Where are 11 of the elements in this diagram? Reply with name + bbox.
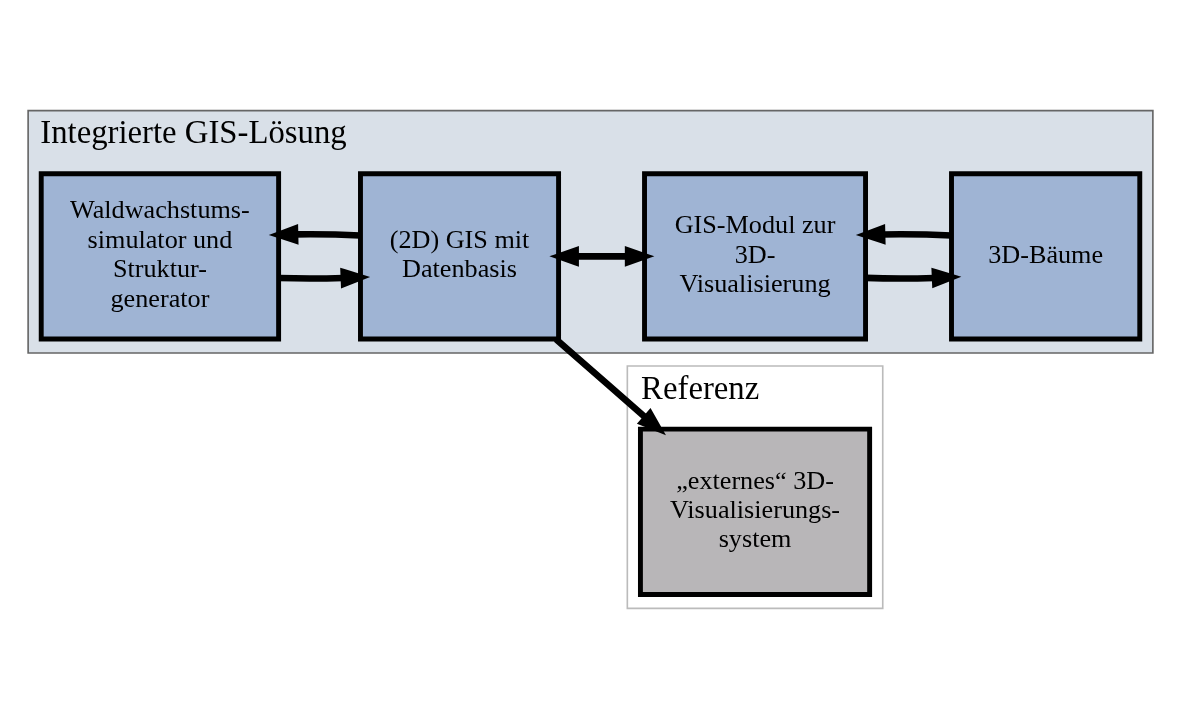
node-box: Waldwachstums- simulator und Struktur- generator (38, 170, 282, 341)
arrow (855, 223, 952, 245)
node-box: 3D-Bäume (949, 170, 1143, 341)
arrow (865, 267, 962, 288)
arrow (553, 336, 666, 435)
arrow (549, 245, 655, 267)
arrow (278, 267, 371, 288)
node-box: „externes“ 3D- Visualisierungs- system (637, 426, 873, 597)
node-box: (2D) GIS mit Datenbasis (358, 170, 562, 341)
arrow (268, 223, 361, 245)
node-box: GIS-Modul zur 3D- Visualisierung (642, 170, 868, 341)
